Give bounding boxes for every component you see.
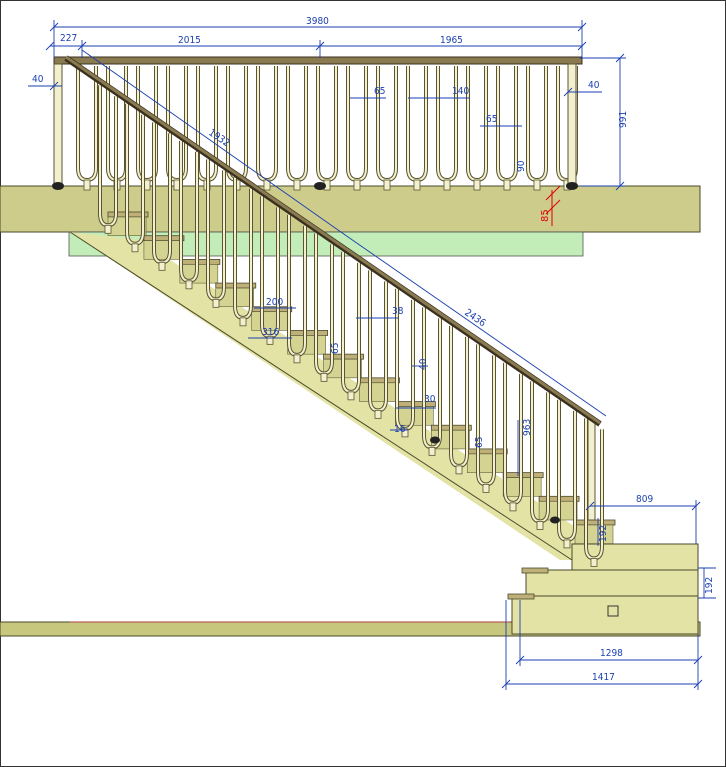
- dim-30: 30: [424, 394, 436, 405]
- upper-baluster: [256, 66, 278, 191]
- dim-38: 38: [392, 306, 404, 317]
- upper-baluster: [76, 66, 98, 191]
- dim-baluster-width: 65: [374, 86, 385, 97]
- dim-height-lower: 963: [522, 419, 533, 436]
- diagonal-handrail-top: [65, 55, 601, 425]
- dim-post-right: 40: [588, 80, 600, 91]
- stair-riser: [466, 453, 506, 473]
- post-base-left: [52, 182, 64, 190]
- lower-baluster: [341, 251, 361, 401]
- lower-baluster: [152, 122, 172, 271]
- lower-baluster: [476, 344, 496, 493]
- lower-baluster: [233, 177, 253, 327]
- landing-vent: [607, 605, 619, 617]
- landing-nosing-2: [507, 593, 535, 600]
- landing-block-mid: [525, 569, 699, 597]
- stair-tread: [502, 472, 544, 479]
- dim-16: 16: [394, 424, 406, 435]
- lower-baluster: [503, 362, 523, 512]
- post-base-right: [566, 182, 578, 190]
- lower-balusters: [98, 85, 604, 567]
- dim-step-192a: 192: [598, 525, 609, 542]
- dim-baluster-width-2: 65: [486, 114, 497, 125]
- dim-tread-200: 200: [266, 297, 283, 308]
- dim-small-90: 90: [516, 160, 527, 172]
- dim-base-1298: 1298: [600, 648, 623, 659]
- lower-post-base: [430, 436, 440, 444]
- upper-baluster: [526, 66, 548, 191]
- lower-baluster: [530, 381, 550, 530]
- dim-65: 65: [330, 343, 341, 354]
- red-dimension: [545, 185, 561, 226]
- dim-landing-809: 809: [636, 494, 653, 505]
- upper-baluster: [346, 66, 368, 191]
- stair-riser: [143, 240, 183, 260]
- right-post: [567, 63, 577, 187]
- dim-overhang-left: 227: [60, 33, 77, 44]
- upper-baluster: [376, 66, 398, 191]
- dim-baluster-spacing: 140: [452, 86, 469, 97]
- landing-nosing-1: [521, 567, 549, 574]
- dim-post-left: 40: [32, 74, 44, 85]
- landing-block-low: [511, 595, 699, 635]
- stringer-bottom-edge: [69, 231, 573, 561]
- upper-baluster: [316, 66, 338, 191]
- post-base-mid: [314, 182, 326, 190]
- lower-baluster: [449, 325, 469, 475]
- lower-baluster: [179, 140, 199, 290]
- dim-height-upper: 991: [618, 111, 629, 128]
- stair-tread: [574, 519, 616, 526]
- stair-tread: [143, 235, 185, 242]
- dim-total-length: 3980: [306, 16, 329, 27]
- dim-65b: 65: [474, 437, 485, 448]
- lower-baluster: [206, 159, 226, 308]
- upper-baluster: [286, 66, 308, 191]
- dim-40: 40: [418, 358, 429, 370]
- stair-tread: [359, 377, 400, 384]
- dim-right-segment: 1965: [440, 35, 463, 46]
- lower-baluster: [260, 196, 280, 345]
- lower-baluster: [125, 103, 145, 253]
- stair-tread: [179, 258, 221, 265]
- dim-tread-316: 316: [262, 327, 279, 338]
- upper-baluster: [406, 66, 428, 191]
- dim-base-1417: 1417: [592, 672, 615, 683]
- stair-stringer-body: [70, 232, 580, 560]
- upper-handrail: [53, 56, 583, 65]
- upper-baluster: [496, 66, 518, 191]
- upper-baluster: [436, 66, 458, 191]
- dimension-lines: [28, 20, 716, 690]
- lower-baluster: [584, 418, 604, 567]
- lower-post-base-2: [550, 516, 560, 524]
- dim-left-segment: 2015: [178, 35, 201, 46]
- stair-riser: [359, 382, 398, 402]
- lower-baluster: [287, 214, 307, 364]
- stair-tread: [287, 330, 329, 336]
- lower-baluster: [314, 233, 334, 382]
- lower-baluster: [98, 85, 118, 234]
- stair-tread: [466, 448, 508, 455]
- lower-baluster: [368, 270, 388, 419]
- upper-baluster: [466, 66, 488, 191]
- dim-step-192b: 192: [704, 577, 715, 594]
- dim-red-85: 85: [540, 209, 551, 222]
- lower-baluster: [557, 399, 577, 549]
- lower-baluster: [395, 288, 415, 438]
